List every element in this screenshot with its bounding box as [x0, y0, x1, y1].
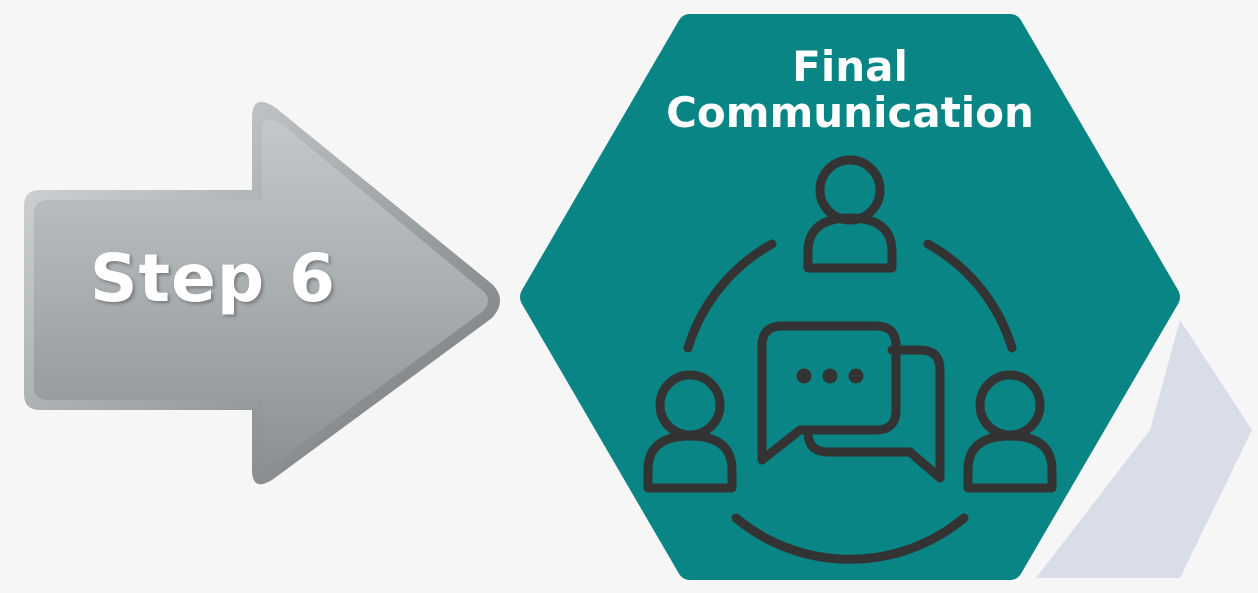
person-left-body-icon: [643, 431, 737, 493]
stage-title-line2: Communication: [666, 88, 1034, 137]
speech-bubble-front-icon: [757, 321, 901, 465]
person-right-body-icon: [963, 431, 1057, 493]
dot-icon: [796, 368, 812, 384]
ring-arc-bottom: [731, 513, 969, 564]
ring-arc-upper-left: [683, 239, 777, 353]
person-top-body-icon: [803, 213, 897, 273]
group-communication-icon: [643, 155, 1057, 564]
step-arrow-face: [34, 119, 488, 464]
step-label: Step 6: [90, 240, 336, 317]
speech-bubble-back-icon: [803, 345, 945, 483]
dot-icon: [848, 368, 864, 384]
stage-title: Final Communication: [600, 44, 1100, 136]
stage-title-line1: Final: [792, 42, 908, 91]
accent-shape: [1036, 320, 1252, 578]
ring-arc-upper-right: [923, 239, 1017, 353]
dot-icon: [822, 368, 838, 384]
